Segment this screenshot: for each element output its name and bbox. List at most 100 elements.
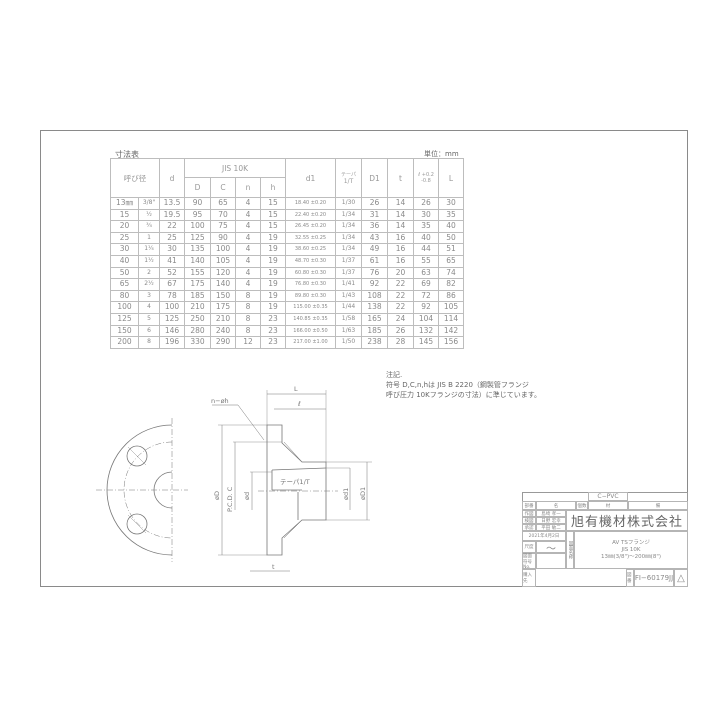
cell-l: 30: [413, 208, 439, 222]
cell-L: 51: [438, 243, 464, 256]
table-title: 寸法表: [115, 150, 139, 159]
label-L: L: [294, 385, 298, 393]
cell-D: 330: [184, 336, 211, 349]
label-D: øD: [213, 491, 221, 500]
cell-L: 30: [438, 197, 464, 210]
cell-l: 145: [413, 336, 439, 349]
label-t: t: [272, 563, 275, 571]
col-header: 材: [588, 501, 628, 510]
header-C: C: [210, 177, 236, 198]
title-block: C−PVC 部番 名 個数 材 備 作図 検図 承認 島崎 孝一 日野 宏幸 平…: [522, 492, 688, 587]
label-d: ød: [243, 492, 251, 500]
cell-t: 16: [387, 243, 414, 256]
cell-mm: 100: [109, 301, 140, 314]
scale-label: 尺度: [522, 541, 536, 553]
drawing-no-label: 図面符号 No.: [522, 553, 536, 570]
drawing-frame: [40, 130, 688, 587]
notes: 注記. 符号 D,C,n,hは JIS B 2220（鋼製管フランジ 呼び圧力 …: [386, 370, 541, 400]
cell-taper: 1/50: [335, 336, 362, 349]
label-n-h: n−øh: [211, 397, 229, 405]
cell-L: 82: [438, 278, 464, 291]
cell-L: 156: [438, 336, 464, 349]
cell-d: 196: [159, 336, 185, 349]
header-d1: d1: [285, 158, 336, 198]
unit-label: 単位：mm: [424, 150, 459, 158]
cell-h: 15: [260, 208, 286, 222]
notes-line1: 符号 D,C,n,hは JIS B 2220（鋼製管フランジ: [386, 381, 529, 389]
cell-d1: 32.55 ±0.25: [285, 231, 336, 245]
product-line1: AV TSフランジ: [612, 539, 650, 546]
cell-C: 100: [210, 243, 236, 256]
product-description: AV TSフランジ JIS 10K 13㎜(3/8")〜200㎜(8"): [574, 531, 688, 569]
header-taper-top: テーパ: [341, 172, 356, 178]
label-D1: øD1: [359, 487, 367, 500]
cell-C: 70: [210, 208, 236, 222]
role-label: 検図: [522, 517, 536, 524]
cell-C: 65: [210, 197, 236, 210]
cell-L: 40: [438, 220, 464, 233]
cell-mm: 13㎜: [109, 197, 140, 210]
header-taper: テーパ 1/T: [335, 158, 362, 198]
person-name: 平田 敏二: [536, 524, 566, 531]
bolt-hole: [126, 445, 148, 467]
cell-taper: 1/34: [335, 231, 362, 245]
cell-L: 114: [438, 312, 464, 326]
cell-mm: 30: [109, 243, 140, 256]
cell-d1: 26.45 ±0.20: [285, 220, 336, 233]
label-pcd: P.C.D. C: [226, 486, 234, 512]
label-d1: ød1: [342, 488, 350, 500]
date: 2021年4月2日: [522, 531, 566, 541]
name-vertical-label: 図面名称: [566, 531, 574, 569]
dimension-table: 呼び径 d JIS 10K d1 テーパ 1/T D1 t ℓ +0.2 -0.…: [109, 158, 464, 349]
cell-n: 4: [235, 243, 261, 256]
cell-d: 30: [159, 243, 185, 256]
cell-L: 50: [438, 231, 464, 245]
cell-C: 290: [210, 336, 236, 349]
role-label: 作図: [522, 510, 536, 517]
cell-n: 4: [235, 231, 261, 245]
header-nominal: 呼び径: [110, 158, 160, 198]
cell-L: 35: [438, 208, 464, 222]
notes-title: 注記.: [386, 371, 403, 379]
col-header: 部番: [522, 501, 536, 510]
figure-no: FI−60179JJ: [634, 569, 674, 587]
company-name: 旭有機材株式会社: [566, 510, 688, 531]
notes-line2: 呼び圧力 10Kフランジの寸法）に準じています。: [386, 391, 542, 399]
header-d: d: [159, 158, 185, 198]
cell-inch: ½: [138, 208, 160, 222]
front-view: [96, 418, 188, 562]
header-taper-bottom: 1/T: [343, 178, 354, 185]
product-line3: 13㎜(3/8")〜200㎜(8"): [601, 553, 661, 560]
cell-D1: 238: [361, 336, 388, 349]
cell-mm: 200: [109, 336, 140, 349]
cell-l: 26: [413, 197, 439, 210]
figure-no-label: 図番: [626, 569, 634, 587]
header-h: h: [260, 177, 286, 198]
cell-d1: 18.40 ±0.20: [285, 197, 336, 210]
drawing-no-value: [536, 553, 566, 569]
cell-taper: 1/34: [335, 208, 362, 222]
col-header: 名: [536, 501, 576, 510]
role-label: 承認: [522, 524, 536, 531]
cell-D1: 43: [361, 231, 388, 245]
header-l: ℓ +0.2 -0.8: [413, 158, 439, 198]
cell-mm: 15: [109, 208, 140, 222]
revision-mark: △: [674, 569, 688, 587]
product-line2: JIS 10K: [621, 546, 641, 553]
material-value: C−PVC: [588, 492, 628, 501]
cell-d: 25: [159, 231, 185, 245]
cell-mm: 25: [109, 231, 140, 245]
buyer-label: 購入先: [522, 569, 536, 587]
cell-C: 90: [210, 231, 236, 245]
col-header: 個数: [576, 501, 588, 510]
cell-h: 23: [260, 336, 286, 349]
bolt-hole: [126, 513, 148, 535]
